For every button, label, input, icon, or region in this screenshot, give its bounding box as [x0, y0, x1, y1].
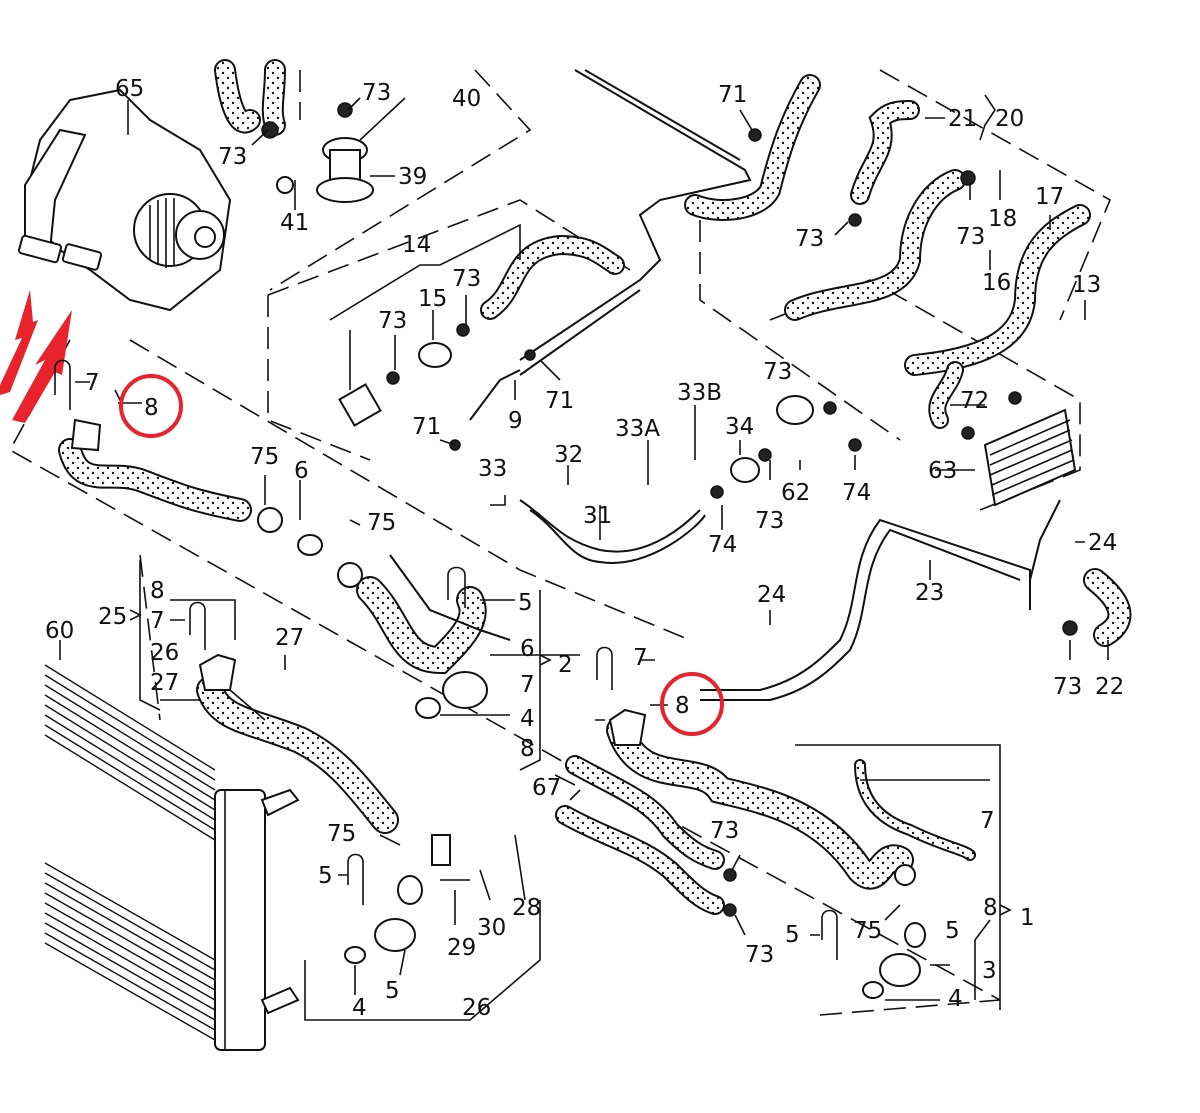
label-20: 20	[995, 106, 1024, 132]
label-13: 13	[1072, 272, 1101, 298]
pipes	[389, 69, 1061, 701]
label-60: 60	[45, 618, 74, 644]
radiator-fins	[44, 664, 216, 1041]
label-71: 71	[412, 414, 441, 440]
label-75: 75	[853, 918, 882, 944]
hoses	[58, 59, 1132, 915]
label-15: 15	[418, 286, 447, 312]
label-21: 21	[948, 106, 977, 132]
highlight-circles	[119, 374, 724, 736]
label-67: 67	[532, 775, 561, 801]
pipe-31[interactable]	[519, 499, 701, 553]
label-33A: 33A	[615, 416, 660, 442]
label-34: 34	[725, 414, 754, 440]
label-9: 9	[508, 408, 523, 434]
label-72: 72	[960, 388, 989, 414]
label-73: 73	[378, 308, 407, 334]
label-73: 73	[763, 359, 792, 385]
label-73: 73	[362, 80, 391, 106]
label-73: 73	[452, 266, 481, 292]
label-5: 5	[785, 922, 800, 948]
label-73: 73	[795, 226, 824, 252]
label-62: 62	[781, 480, 810, 506]
label-7: 7	[633, 645, 648, 671]
label-73: 73	[218, 144, 247, 170]
label-39: 39	[398, 164, 427, 190]
label-7: 7	[980, 808, 995, 834]
label-8: 8	[150, 578, 165, 604]
label-71: 71	[545, 388, 574, 414]
highlight-circle-part-8-right[interactable]	[660, 672, 724, 736]
label-23: 23	[915, 580, 944, 606]
label-73: 73	[1053, 674, 1082, 700]
label-1: 1	[1020, 905, 1035, 931]
label-27: 27	[275, 625, 304, 651]
oil-cooler[interactable]	[983, 408, 1077, 507]
highlight-circle-part-8-left[interactable]	[119, 374, 183, 438]
label-4: 4	[520, 706, 535, 732]
label-73: 73	[956, 224, 985, 250]
label-22: 22	[1095, 674, 1124, 700]
label-41: 41	[280, 210, 309, 236]
leader-lines	[59, 94, 1109, 1021]
label-2: 2	[558, 652, 573, 678]
label-27: 27	[150, 670, 179, 696]
red-arrow-right	[12, 310, 72, 423]
label-8: 8	[675, 693, 690, 719]
label-5: 5	[318, 863, 333, 889]
label-73: 73	[710, 818, 739, 844]
red-arrow-left	[0, 290, 38, 395]
label-16: 16	[982, 270, 1011, 296]
label-8: 8	[520, 736, 535, 762]
radiator[interactable]	[44, 664, 300, 1051]
label-4: 4	[948, 986, 963, 1012]
label-5: 5	[518, 590, 533, 616]
label-73: 73	[745, 942, 774, 968]
clamps	[261, 102, 1078, 917]
label-7: 7	[150, 608, 165, 634]
pipe-23[interactable]	[700, 518, 1031, 701]
water-pump[interactable]	[18, 88, 232, 312]
label-8: 8	[144, 395, 159, 421]
label-40: 40	[452, 86, 481, 112]
label-63: 63	[928, 458, 957, 484]
label-7: 7	[85, 370, 100, 396]
label-33B: 33B	[677, 380, 722, 406]
part-labels: 65 73 40 73 39 41 71 21 20 73 18 73 17 1…	[45, 76, 1124, 1021]
label-18: 18	[988, 206, 1017, 232]
label-74: 74	[708, 532, 737, 558]
label-33: 33	[478, 456, 507, 482]
label-24: 24	[1088, 530, 1117, 556]
label-14: 14	[402, 232, 431, 258]
label-6: 6	[294, 458, 309, 484]
label-24: 24	[757, 582, 786, 608]
u-clips	[54, 359, 838, 960]
label-3: 3	[982, 958, 997, 984]
label-75: 75	[250, 444, 279, 470]
label-71: 71	[718, 82, 747, 108]
label-17: 17	[1035, 184, 1064, 210]
label-31: 31	[583, 503, 612, 529]
label-32: 32	[554, 442, 583, 468]
label-26: 26	[150, 640, 179, 666]
label-74: 74	[842, 480, 871, 506]
label-8: 8	[983, 895, 998, 921]
label-25: 25	[98, 604, 127, 630]
label-5: 5	[945, 918, 960, 944]
label-4: 4	[352, 995, 367, 1021]
red-arrows	[0, 290, 72, 423]
label-6: 6	[520, 636, 535, 662]
label-30: 30	[477, 915, 506, 941]
label-7: 7	[520, 672, 535, 698]
label-26: 26	[462, 995, 491, 1021]
label-28: 28	[512, 895, 541, 921]
label-73: 73	[755, 508, 784, 534]
fittings	[70, 137, 926, 999]
label-65: 65	[115, 76, 144, 102]
label-75: 75	[327, 821, 356, 847]
label-29: 29	[447, 935, 476, 961]
label-75: 75	[367, 510, 396, 536]
label-5: 5	[385, 978, 400, 1004]
